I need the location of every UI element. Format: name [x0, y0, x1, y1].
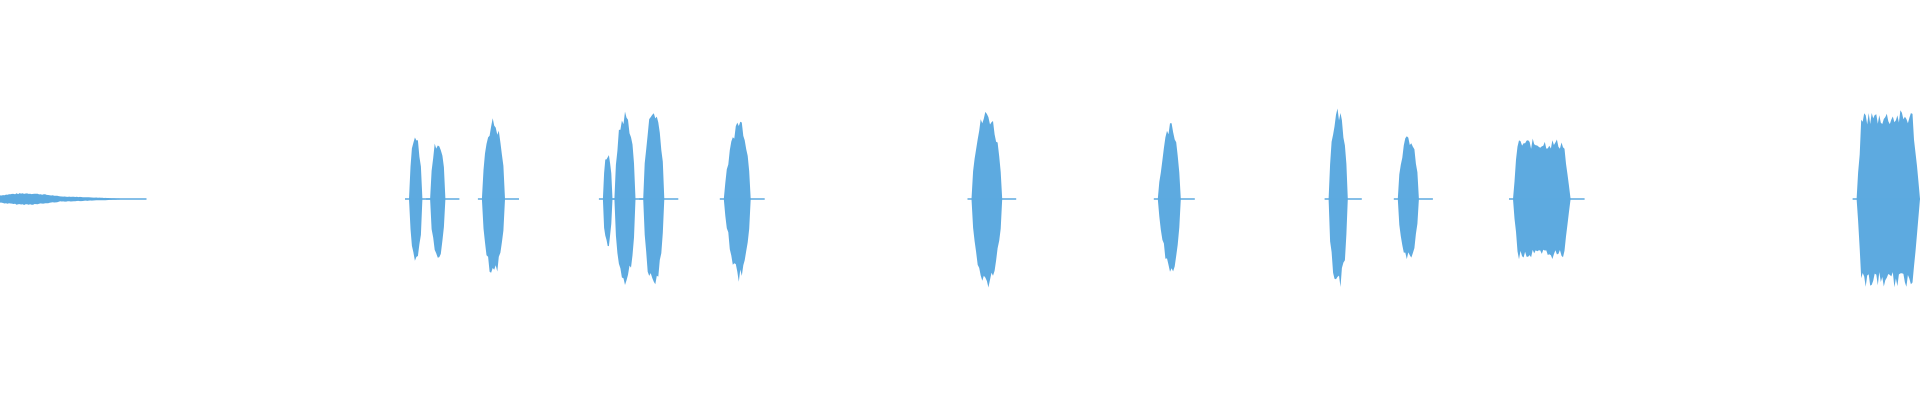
waveform-burst-5 [602, 155, 613, 247]
waveform-burst-4 [481, 118, 505, 273]
waveform-burst-11 [1328, 108, 1348, 287]
waveform-bursts-layer [0, 108, 1920, 288]
waveform-burst-8 [723, 121, 751, 282]
waveform-burst-12 [1397, 136, 1419, 260]
waveform-burst-10 [1157, 123, 1181, 272]
waveform-burst-3 [430, 143, 446, 258]
